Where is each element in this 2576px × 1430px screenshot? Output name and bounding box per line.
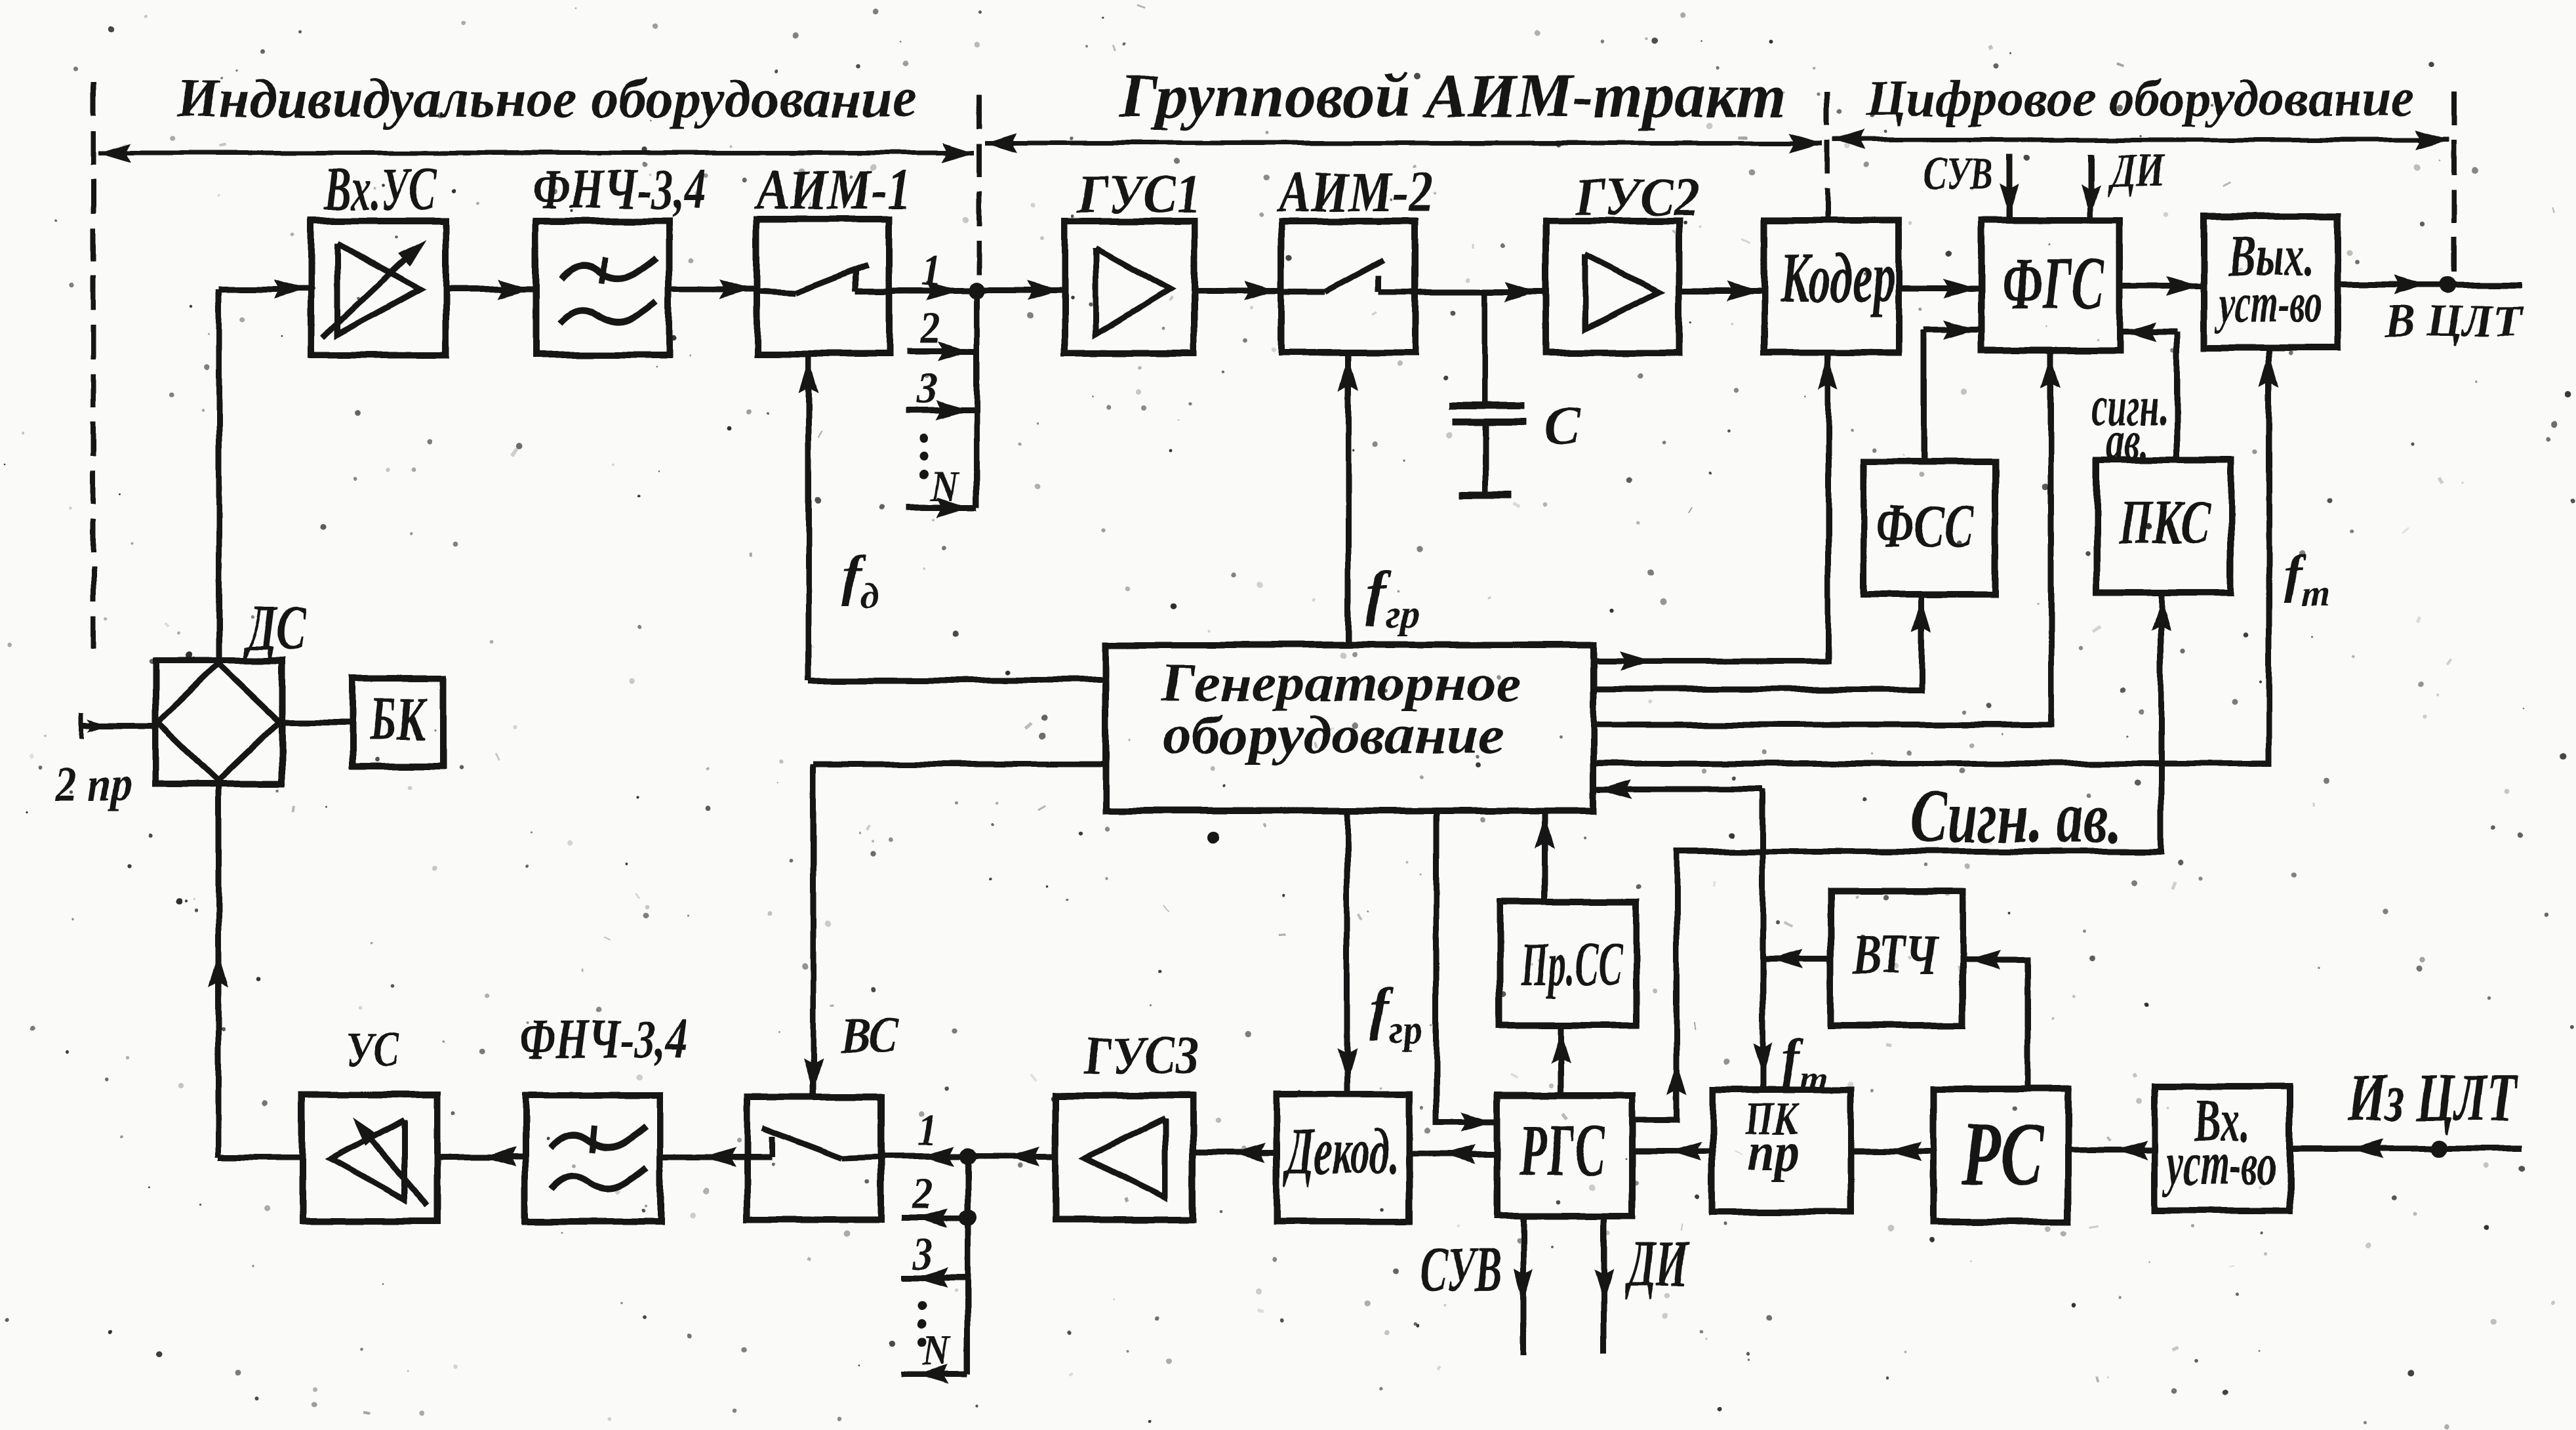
svg-text:fт: fт: [2284, 544, 2330, 615]
svg-text:ДИ: ДИ: [2108, 143, 2166, 195]
svg-text:ВТЧ: ВТЧ: [1852, 924, 1939, 986]
svg-text:Декод.: Декод.: [1283, 1114, 1400, 1187]
svg-text:Вых.: Вых.: [2228, 223, 2315, 289]
svg-text:Сигн. ав.: Сигн. ав.: [1910, 775, 2122, 859]
svg-text:ФНЧ-3,4: ФНЧ-3,4: [520, 1006, 687, 1071]
svg-text:fгр: fгр: [1365, 560, 1421, 637]
svg-text:Вх.УС: Вх.УС: [323, 155, 437, 224]
svg-text:АИМ-1: АИМ-1: [754, 157, 912, 221]
svg-text:уст-во: уст-во: [2215, 271, 2323, 334]
svg-text:оборудование: оборудование: [1163, 704, 1505, 766]
svg-text:уст-во: уст-во: [2163, 1130, 2277, 1198]
svg-text:Кодер: Кодер: [1780, 237, 1895, 317]
svg-text:В ЦЛТ: В ЦЛТ: [2384, 296, 2524, 346]
svg-text:Вх.: Вх.: [2194, 1088, 2249, 1156]
svg-text:ГУС2: ГУС2: [1575, 167, 1699, 228]
svg-text:ГУС3: ГУС3: [1083, 1025, 1199, 1086]
svg-text:ВС: ВС: [840, 1006, 898, 1065]
svg-text:N: N: [930, 462, 960, 511]
svg-text:ГУС1: ГУС1: [1077, 164, 1201, 225]
svg-text:Генераторное: Генераторное: [1160, 654, 1520, 712]
svg-text:пр: пр: [1748, 1121, 1800, 1181]
svg-text:ПКС: ПКС: [2118, 487, 2210, 556]
svg-text:Цифровое оборудование: Цифровое оборудование: [1865, 70, 2414, 127]
svg-text:fгр: fгр: [1369, 978, 1422, 1052]
svg-text:Пр.СС: Пр.СС: [1520, 929, 1622, 999]
svg-text:2 пр: 2 пр: [54, 758, 132, 811]
svg-text:РС: РС: [1961, 1103, 2044, 1205]
svg-text:БК: БК: [369, 684, 428, 754]
svg-text:3: 3: [912, 1229, 933, 1278]
svg-text:РГС: РГС: [1519, 1108, 1605, 1193]
svg-text:СУВ: СУВ: [1923, 148, 1993, 200]
svg-text:ДИ: ДИ: [1624, 1229, 1690, 1301]
svg-text:ав.: ав.: [2106, 409, 2150, 472]
svg-text:ФСС: ФСС: [1876, 491, 1973, 560]
svg-text:УС: УС: [346, 1023, 399, 1078]
svg-text:Из ЦЛТ: Из ЦЛТ: [2347, 1060, 2519, 1135]
svg-text:N: N: [922, 1326, 952, 1374]
svg-text:ПК: ПК: [1744, 1092, 1800, 1144]
svg-text:1: 1: [921, 245, 942, 295]
svg-text:2: 2: [912, 1168, 933, 1218]
svg-text:2: 2: [919, 302, 940, 352]
svg-text:сигн.: сигн.: [2091, 374, 2169, 438]
svg-text:Групповой АИМ-тракт: Групповой АИМ-тракт: [1119, 60, 1785, 131]
svg-text:СУВ: СУВ: [1420, 1234, 1502, 1305]
svg-text:Индивидуальное оборудование: Индивидуальное оборудование: [176, 68, 917, 129]
svg-text:ФГС: ФГС: [2002, 243, 2105, 325]
svg-text:ФНЧ-3,4: ФНЧ-3,4: [533, 157, 706, 221]
svg-text:АИМ-2: АИМ-2: [1275, 159, 1433, 224]
svg-text:fд: fд: [842, 543, 879, 617]
svg-text:ДС: ДС: [243, 592, 307, 664]
svg-text:С: С: [1544, 395, 1581, 455]
svg-text:3: 3: [917, 363, 938, 413]
